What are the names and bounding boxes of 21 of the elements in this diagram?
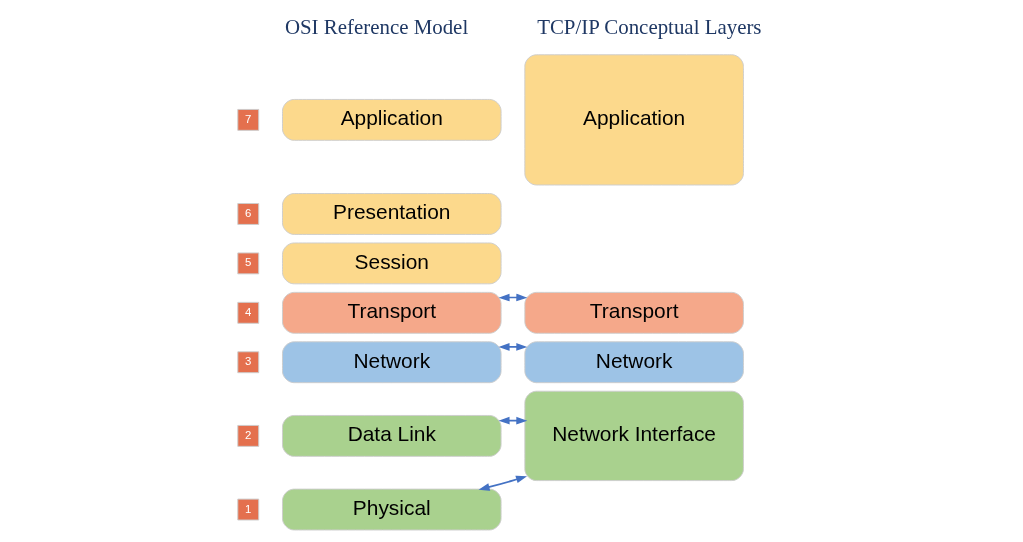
arrow xyxy=(478,475,527,491)
node-box: Network xyxy=(281,341,502,384)
label: TCP/IP Conceptual Layers xyxy=(536,15,762,40)
node-box: Data Link xyxy=(281,415,502,457)
node-box: 7 xyxy=(236,108,259,131)
node-box: 4 xyxy=(236,301,259,324)
node-box: 5 xyxy=(236,252,259,275)
node-box: Transport xyxy=(281,291,502,334)
node-box: Application xyxy=(281,98,502,141)
node-box: 3 xyxy=(236,351,259,374)
node-box: Network xyxy=(523,341,744,384)
node-box: Presentation xyxy=(281,193,502,235)
node-box: 6 xyxy=(236,203,259,225)
node-box: Network Interface xyxy=(523,390,744,482)
node-box: Session xyxy=(281,242,502,285)
node-box: Transport xyxy=(523,291,744,334)
node-box: 2 xyxy=(236,424,259,447)
node-box: Application xyxy=(523,54,744,186)
node-box: Physical xyxy=(281,488,502,531)
label: OSI Reference Model xyxy=(284,15,468,40)
node-box: 1 xyxy=(236,498,259,521)
